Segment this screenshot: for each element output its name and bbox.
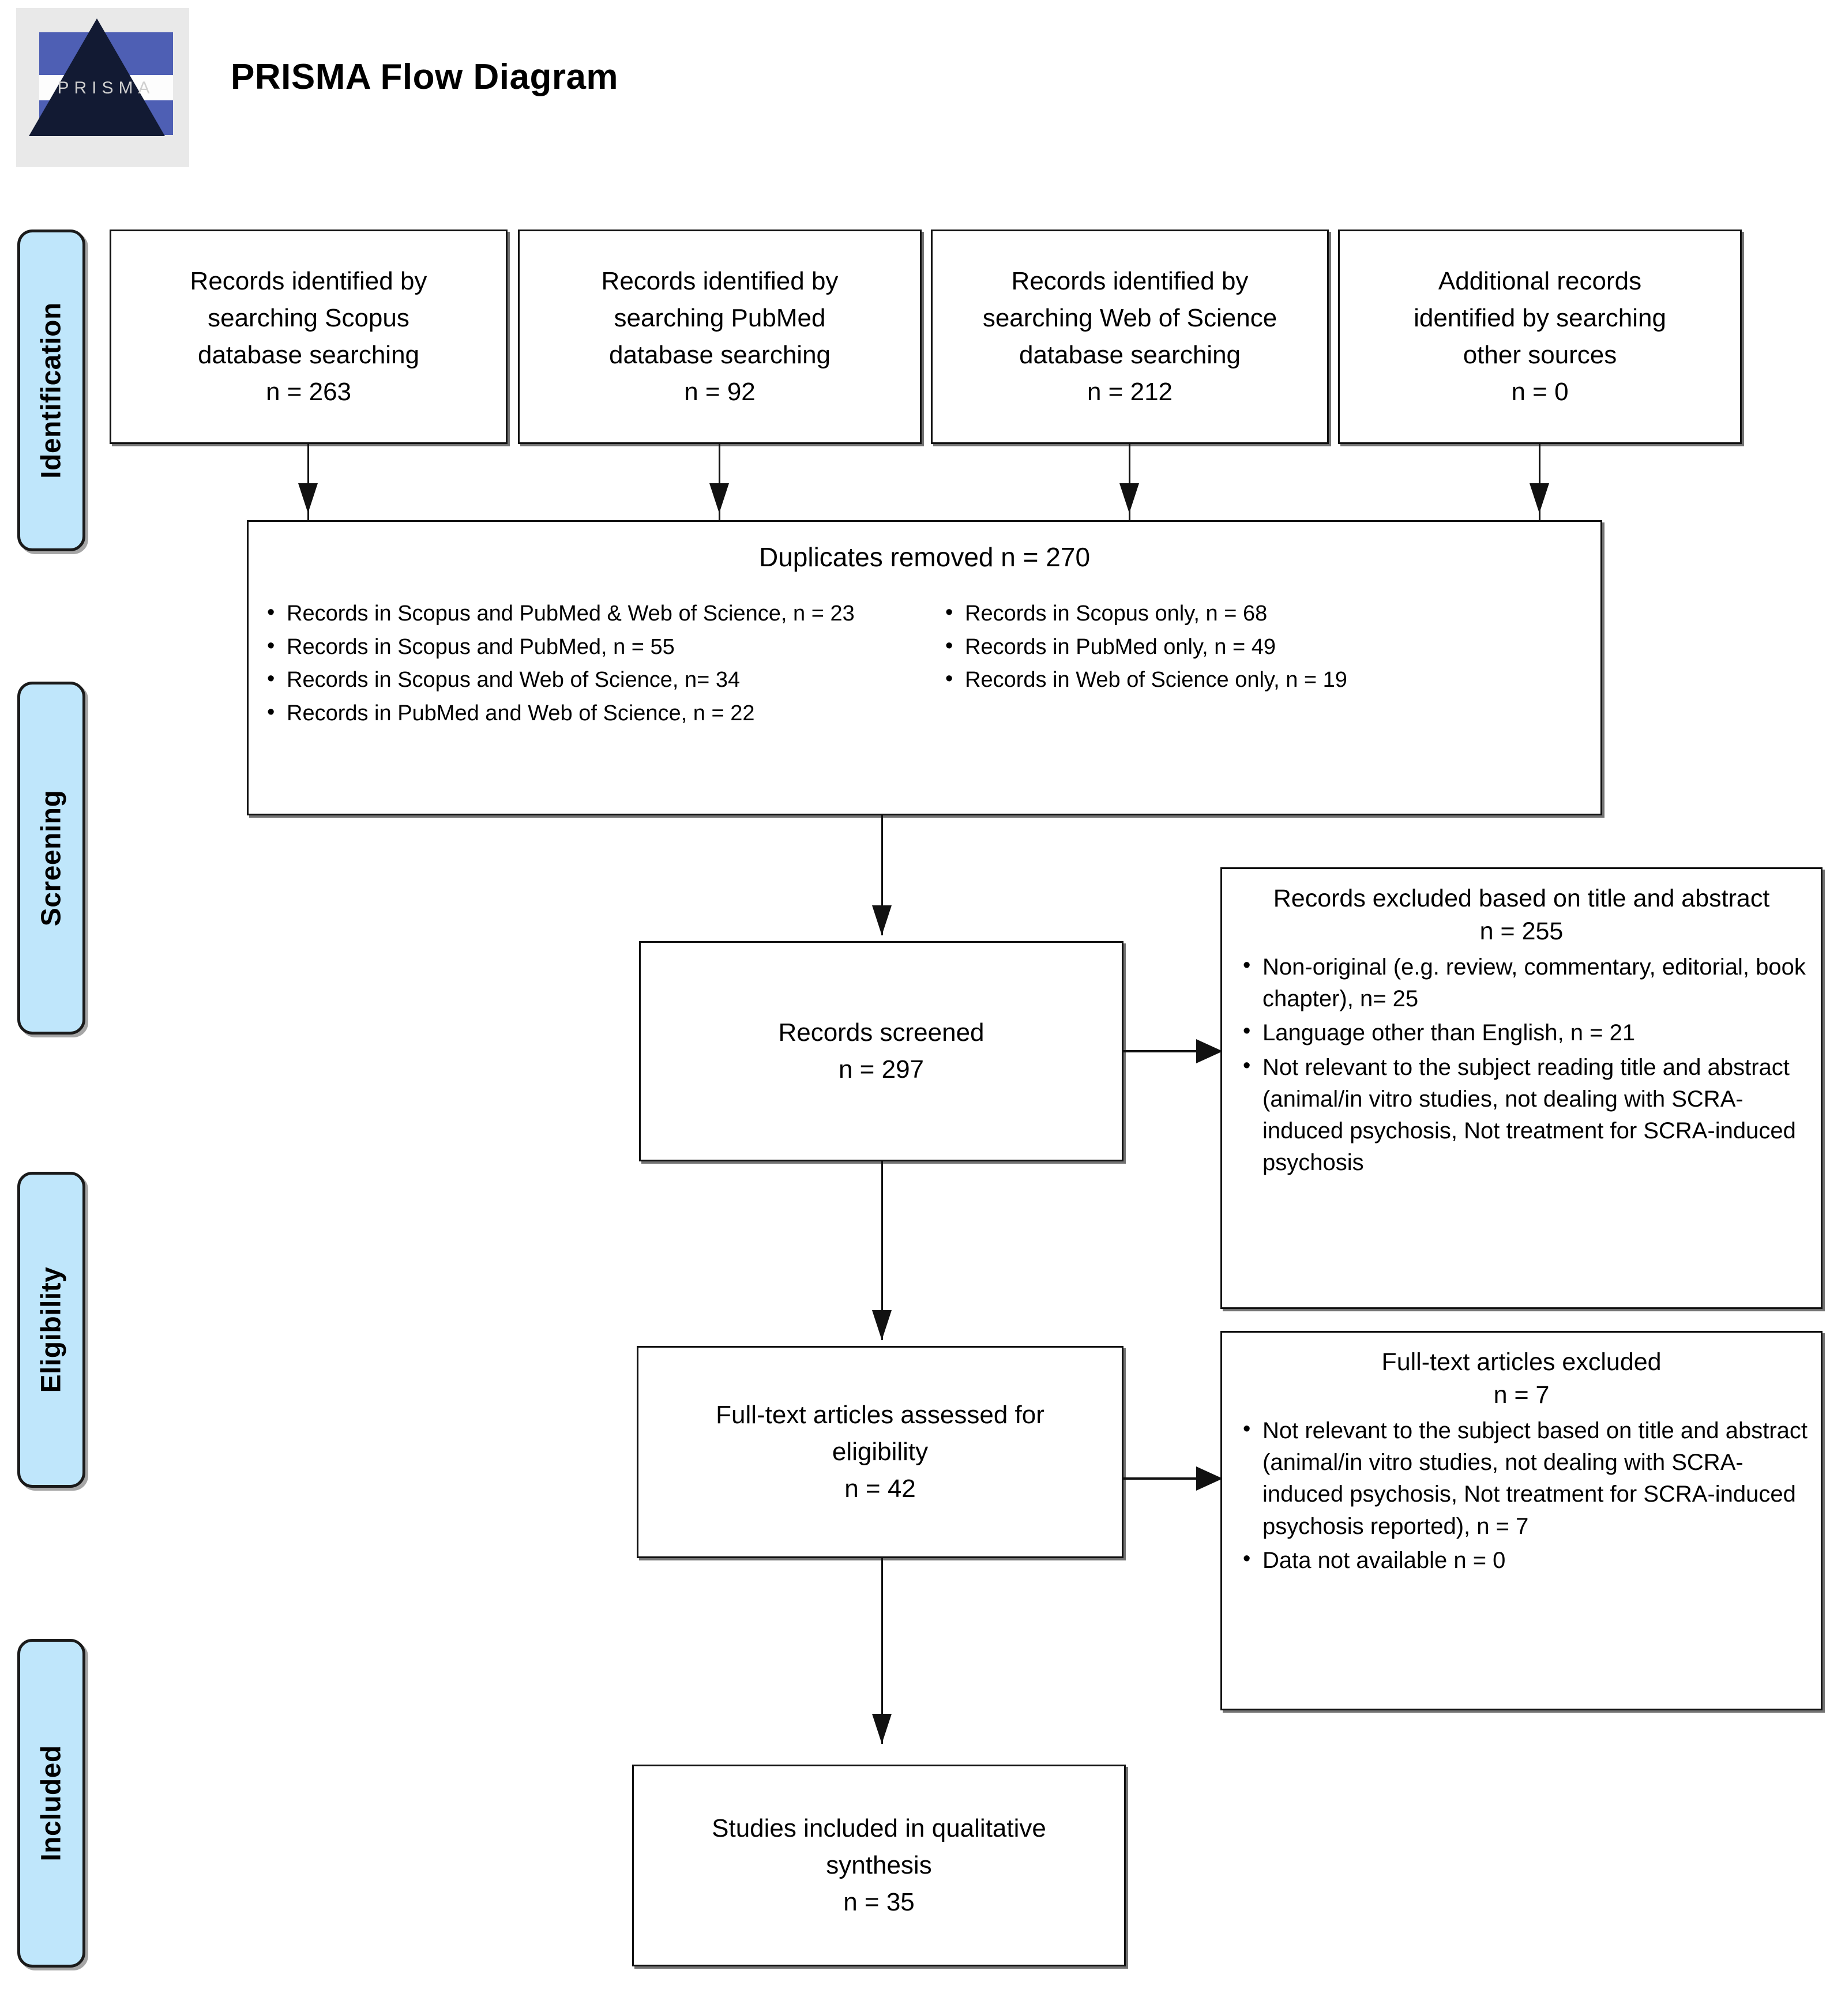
- duplicates-left-column: Records in Scopus and PubMed & Web of Sc…: [249, 598, 922, 732]
- duplicates-columns: Records in Scopus and PubMed & Web of Sc…: [249, 598, 1600, 732]
- studies-included-box: Studies included in qualitative synthesi…: [632, 1765, 1126, 1966]
- identification-box-other-sources-text: Additional records identified by searchi…: [1340, 263, 1740, 410]
- fulltext-excluded-list: Not relevant to the subject based on tit…: [1222, 1414, 1821, 1579]
- list-item: Records in Scopus only, n = 68: [945, 598, 1597, 629]
- records-screened-count: n = 297: [838, 1055, 925, 1084]
- duplicates-right-list: Records in Scopus only, n = 68 Records i…: [927, 598, 1600, 695]
- phase-label-included: Included: [36, 1745, 67, 1861]
- connector-fulltext-to-excluded: [1123, 1477, 1209, 1480]
- identification-box-web-of-science: Records identified by searching Web of S…: [931, 230, 1329, 444]
- duplicates-right-column: Records in Scopus only, n = 68 Records i…: [927, 598, 1600, 732]
- connector-fulltext-to-included: [881, 1558, 883, 1744]
- list-item: Records in PubMed only, n = 49: [945, 631, 1597, 663]
- connector-screened-to-fulltext: [881, 1161, 883, 1340]
- phase-rail-included: Included: [17, 1639, 85, 1968]
- page-title: PRISMA Flow Diagram: [231, 57, 619, 97]
- fulltext-excluded-box: Full-text articles excluded n = 7 Not re…: [1220, 1331, 1823, 1710]
- records-excluded-list: Non-original (e.g. review, commentary, e…: [1222, 950, 1821, 1181]
- fulltext-assessed-box: Full-text articles assessed for eligibil…: [637, 1346, 1123, 1558]
- duplicates-removed-title: Duplicates removed n = 270: [758, 542, 1091, 572]
- arrowhead-wos-to-duplicates: [1119, 483, 1139, 513]
- list-item: Records in PubMed and Web of Science, n …: [267, 698, 919, 729]
- records-screened-box: Records screened n = 297: [639, 941, 1123, 1161]
- identification-box-web-of-science-text: Records identified by searching Web of S…: [933, 263, 1327, 410]
- arrowhead-screened-to-excluded: [1196, 1039, 1223, 1063]
- fulltext-assessed-count: n = 42: [844, 1474, 916, 1503]
- records-excluded-title: Records excluded based on title and abst…: [1273, 885, 1770, 912]
- studies-included-text: Studies included in qualitative synthesi…: [634, 1810, 1124, 1920]
- identification-box-pubmed-count: n = 92: [684, 377, 756, 406]
- identification-box-scopus-count: n = 263: [265, 377, 352, 406]
- arrowhead-other-to-duplicates: [1530, 483, 1549, 513]
- identification-box-pubmed: Records identified by searching PubMed d…: [518, 230, 922, 444]
- phase-label-identification: Identification: [36, 302, 67, 479]
- identification-box-scopus-text: Records identified by searching Scopus d…: [111, 263, 506, 410]
- connector-screened-to-excluded: [1123, 1050, 1209, 1052]
- arrowhead-pubmed-to-duplicates: [709, 483, 729, 513]
- list-item: Records in Scopus and PubMed & Web of Sc…: [267, 598, 919, 629]
- prisma-logo: PRISMA: [16, 8, 189, 167]
- phase-rail-eligibility: Eligibility: [17, 1172, 85, 1488]
- phase-label-eligibility: Eligibility: [36, 1266, 67, 1393]
- phase-rail-identification: Identification: [17, 230, 85, 551]
- studies-included-count: n = 35: [843, 1887, 915, 1916]
- arrowhead-duplicates-to-screened: [872, 905, 892, 935]
- identification-box-other-sources-count: n = 0: [1511, 377, 1569, 406]
- phase-rail-screening: Screening: [17, 682, 85, 1035]
- fulltext-excluded-count: n = 7: [1493, 1381, 1550, 1409]
- identification-box-scopus: Records identified by searching Scopus d…: [110, 230, 508, 444]
- arrowhead-fulltext-to-included: [872, 1714, 892, 1744]
- records-excluded-box: Records excluded based on title and abst…: [1220, 867, 1823, 1309]
- identification-box-web-of-science-count: n = 212: [1087, 377, 1173, 406]
- arrowhead-fulltext-to-excluded: [1196, 1466, 1223, 1491]
- connector-duplicates-to-screened: [881, 815, 883, 935]
- list-item: Records in Scopus and Web of Science, n=…: [267, 664, 919, 695]
- list-item: Non-original (e.g. review, commentary, e…: [1243, 950, 1808, 1015]
- identification-box-pubmed-text: Records identified by searching PubMed d…: [520, 263, 920, 410]
- list-item: Not relevant to the subject reading titl…: [1243, 1051, 1808, 1179]
- list-item: Data not available n = 0: [1243, 1544, 1808, 1577]
- arrowhead-screened-to-fulltext: [872, 1310, 892, 1340]
- list-item: Records in Web of Science only, n = 19: [945, 664, 1597, 695]
- phase-label-screening: Screening: [36, 789, 67, 927]
- fulltext-excluded-title: Full-text articles excluded: [1381, 1348, 1662, 1376]
- records-screened-text: Records screened n = 297: [641, 1014, 1122, 1088]
- records-excluded-count: n = 255: [1479, 917, 1564, 946]
- logo-wordmark: PRISMA: [57, 78, 155, 97]
- duplicates-removed-box: Duplicates removed n = 270 Records in Sc…: [247, 520, 1602, 815]
- logo-prism-triangle-icon: [29, 18, 165, 136]
- fulltext-assessed-text: Full-text articles assessed for eligibil…: [638, 1397, 1122, 1507]
- duplicates-left-list: Records in Scopus and PubMed & Web of Sc…: [249, 598, 922, 729]
- arrowhead-scopus-to-duplicates: [298, 483, 318, 513]
- list-item: Records in Scopus and PubMed, n = 55: [267, 631, 919, 663]
- list-item: Not relevant to the subject based on tit…: [1243, 1414, 1808, 1543]
- identification-box-other-sources: Additional records identified by searchi…: [1338, 230, 1742, 444]
- list-item: Language other than English, n = 21: [1243, 1016, 1808, 1049]
